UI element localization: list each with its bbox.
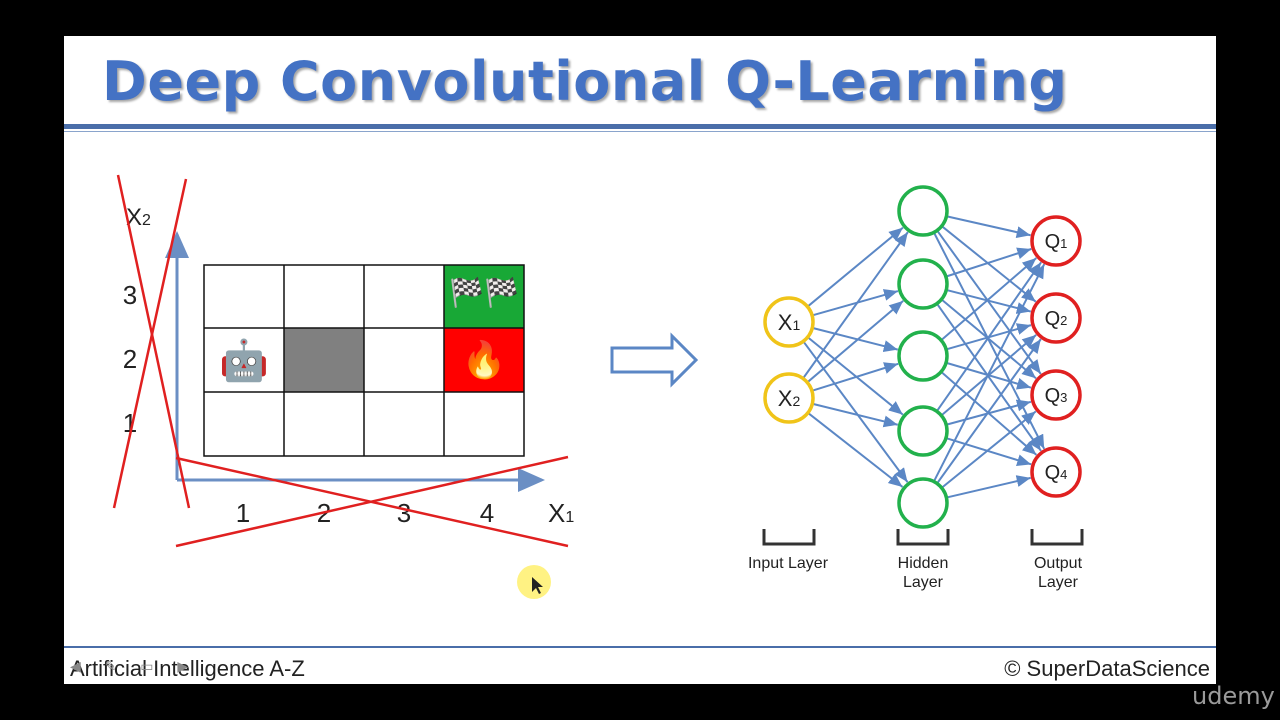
- network-edge: [940, 298, 1037, 380]
- network-edge: [946, 215, 1031, 239]
- hidden-node: [897, 405, 949, 457]
- network-edge: [935, 261, 1042, 412]
- title-rule: [64, 124, 1216, 129]
- input-layer-label: Input Layer: [748, 555, 829, 572]
- output-layer-label-line2: Layer: [1038, 574, 1079, 591]
- x-axis-label: X1: [548, 498, 574, 528]
- output-node: [1030, 215, 1082, 267]
- mouse-cursor: [517, 565, 551, 599]
- grid-world: 🏁🏁 🔥 🤖 1 2 3 4 3 2 1 X1 X2: [112, 174, 574, 548]
- slide-title: Deep Convolutional Q-Learning: [102, 50, 1068, 113]
- output-node-label: Q3: [1045, 385, 1068, 407]
- player-controls[interactable]: ◀ ✎ ▭ ▶: [70, 658, 199, 674]
- network-edge: [811, 289, 899, 317]
- network-edge: [945, 437, 1032, 466]
- input-node: [763, 372, 815, 424]
- input-layer: X1 X2: [763, 296, 815, 424]
- fire-cell: [444, 328, 524, 392]
- x-tick-label: 3: [397, 498, 411, 528]
- axes-cross-out: [112, 174, 569, 548]
- output-node-label: Q4: [1045, 462, 1068, 484]
- title-rule-thin: [64, 131, 1216, 132]
- network-edge: [806, 300, 904, 384]
- input-node-label: X1: [778, 310, 801, 335]
- hidden-layer: [897, 185, 949, 529]
- output-node: [1030, 446, 1082, 498]
- network-edge: [941, 410, 1037, 489]
- network-edge: [946, 288, 1032, 314]
- course-name: Artificial Intelligence A-Z: [70, 656, 305, 681]
- hidden-node: [897, 330, 949, 382]
- network-edge: [812, 326, 899, 352]
- output-node: [1030, 292, 1082, 344]
- hidden-layer-label-line2: Layer: [903, 574, 944, 591]
- network-edge: [806, 336, 904, 416]
- y-axis-label: X2: [126, 204, 151, 231]
- network-edge: [807, 412, 904, 488]
- y-tick-label: 3: [123, 280, 137, 310]
- checkered-flags-icon: 🏁🏁: [449, 276, 519, 309]
- network-edge: [946, 475, 1031, 499]
- network-edge: [811, 362, 899, 392]
- transition-arrow: [610, 332, 699, 388]
- hidden-layer-label-line1: Hidden: [898, 555, 949, 572]
- output-layer-label-line1: Output: [1034, 555, 1083, 572]
- x-tick-label: 4: [480, 498, 494, 528]
- slide: Deep Convolutional Q-Learning: [64, 36, 1216, 684]
- network-edge: [940, 257, 1037, 342]
- network-edge: [936, 229, 1042, 375]
- output-node-label: Q1: [1045, 231, 1068, 253]
- network-edge: [936, 338, 1042, 485]
- output-node: [1030, 369, 1082, 421]
- udemy-watermark: udemy: [1192, 682, 1275, 710]
- network-edge: [802, 231, 909, 380]
- network-edge: [941, 225, 1037, 303]
- network-edge: [936, 303, 1042, 452]
- hidden-node: [897, 477, 949, 529]
- diagram: 🏁🏁 🔥 🤖 1 2 3 4 3 2 1 X1 X2: [112, 174, 1084, 599]
- network-edge: [806, 226, 904, 308]
- hidden-node: [897, 185, 949, 237]
- network-edges: [802, 215, 1046, 499]
- hidden-node: [897, 258, 949, 310]
- network-edge: [812, 402, 898, 428]
- layer-brackets: [762, 529, 1084, 546]
- wall-cell: [284, 328, 364, 392]
- goal-cell: [444, 265, 524, 328]
- network-edge: [945, 247, 1032, 278]
- output-node-label: Q2: [1045, 308, 1068, 330]
- network-edge: [802, 340, 909, 483]
- network-edge: [932, 263, 1046, 483]
- fire-icon: 🔥: [462, 339, 507, 381]
- copyright: © SuperDataScience: [1004, 656, 1210, 681]
- output-layer: Q1 Q2 Q3 Q4: [1030, 215, 1082, 498]
- footer-rule: [64, 646, 1216, 648]
- grid-lines: [203, 264, 525, 457]
- input-node-label: X2: [778, 386, 801, 411]
- y-tick-label: 2: [123, 344, 137, 374]
- input-node: [763, 296, 815, 348]
- x-tick-label: 1: [236, 498, 250, 528]
- robot-icon: 🤖: [219, 337, 269, 384]
